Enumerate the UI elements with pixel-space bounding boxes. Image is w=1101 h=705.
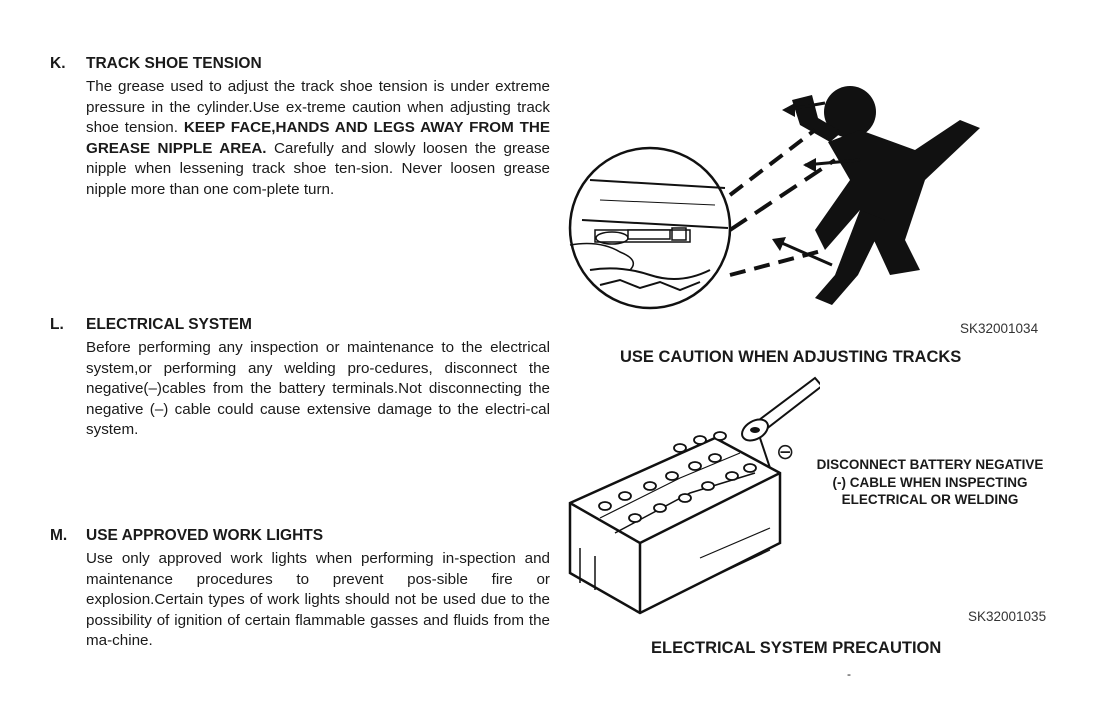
warning-text: KEEP FACE,HANDS AND LEGS AWAY FROM THE G… — [86, 119, 550, 157]
section-letter: K. — [50, 55, 66, 72]
minus-symbol-icon: ⊖ — [776, 439, 795, 464]
section-body: Before performing any inspection or main… — [86, 338, 550, 441]
footer-mark: - — [847, 667, 851, 681]
battery-illustration — [568, 376, 820, 615]
body-text: Before performing any inspection or main… — [86, 339, 550, 439]
section-electrical-system: L. ELECTRICAL SYSTEM Before performing a… — [50, 316, 550, 441]
figure-id: SK32001035 — [968, 609, 1047, 624]
section-title: TRACK SHOE TENSION — [86, 55, 262, 72]
figure-caption: USE CAUTION WHEN ADJUSTING TRACKS — [620, 348, 962, 366]
section-letter: L. — [50, 316, 64, 333]
body-text: Use only approved work lights when perfo… — [86, 550, 550, 650]
section-track-shoe-tension: K. TRACK SHOE TENSION The grease used to… — [50, 55, 550, 201]
section-body: Use only approved work lights when perfo… — [86, 549, 550, 652]
section-heading: K. TRACK SHOE TENSION — [50, 55, 550, 73]
figure-id: SK32001034 — [960, 321, 1039, 336]
section-letter: M. — [50, 527, 68, 544]
track-tension-hazard-illustration — [568, 86, 980, 310]
section-body: The grease used to adjust the track shoe… — [86, 77, 550, 201]
section-heading: L. ELECTRICAL SYSTEM — [50, 316, 550, 334]
figure-callout: DISCONNECT BATTERY NEGATIVE (-) CABLE WH… — [816, 457, 1044, 507]
section-title: USE APPROVED WORK LIGHTS — [86, 527, 324, 544]
figure-caption: ELECTRICAL SYSTEM PRECAUTION — [651, 639, 942, 657]
section-title: ELECTRICAL SYSTEM — [86, 316, 252, 333]
body-text: The grease used to adjust the track shoe… — [86, 78, 550, 137]
section-heading: M. USE APPROVED WORK LIGHTS — [50, 527, 550, 545]
body-text-continued: Carefully and slowly loosen the grease n… — [86, 139, 550, 198]
section-work-lights: M. USE APPROVED WORK LIGHTS Use only app… — [50, 527, 550, 652]
